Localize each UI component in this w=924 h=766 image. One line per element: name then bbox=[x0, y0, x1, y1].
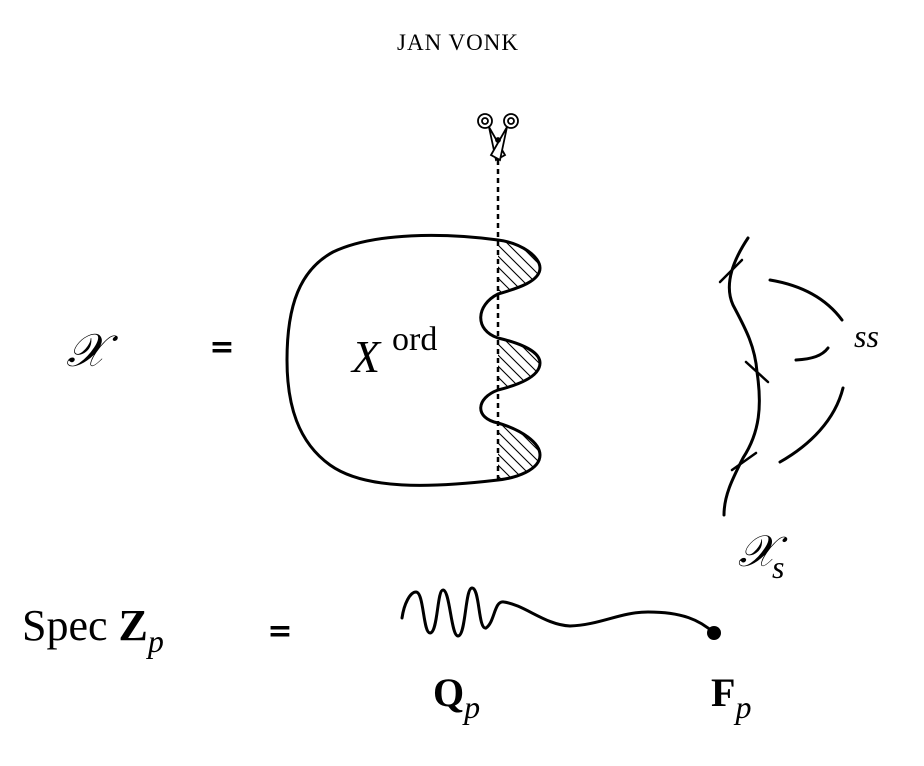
ordinary-locus-label: X bbox=[350, 331, 382, 382]
hatched-bump-bottom bbox=[498, 423, 540, 480]
spec-zp-label: Spec Zp bbox=[22, 601, 164, 659]
ss-arc-bottom bbox=[778, 386, 845, 464]
supersingular-label: ss bbox=[854, 318, 879, 354]
ordinary-locus-region bbox=[285, 233, 542, 487]
formal-scheme-symbol: 𝒳 bbox=[66, 325, 118, 376]
closed-point-label: Fp bbox=[711, 670, 751, 725]
spec-zp-curve bbox=[400, 586, 716, 638]
special-fiber-subscript: s bbox=[772, 549, 784, 585]
generic-point-label: Qp bbox=[433, 670, 480, 725]
bottom-equals-sign: = bbox=[267, 614, 292, 649]
closed-point-dot bbox=[707, 626, 721, 640]
ss-arc-top bbox=[768, 278, 844, 322]
special-fiber-curve bbox=[722, 236, 761, 517]
special-fiber bbox=[718, 236, 845, 517]
supersingular-point-marker bbox=[730, 451, 758, 472]
supersingular-point-marker bbox=[718, 258, 744, 284]
ordinary-superscript: ord bbox=[392, 321, 437, 358]
supersingular-point-marker bbox=[744, 360, 770, 384]
ss-arc-middle bbox=[794, 346, 830, 362]
running-header: JAN VONK bbox=[397, 30, 519, 55]
scissors-icon bbox=[477, 113, 519, 162]
top-equals-sign: = bbox=[209, 330, 234, 365]
ordinary-locus-outline bbox=[285, 233, 542, 487]
